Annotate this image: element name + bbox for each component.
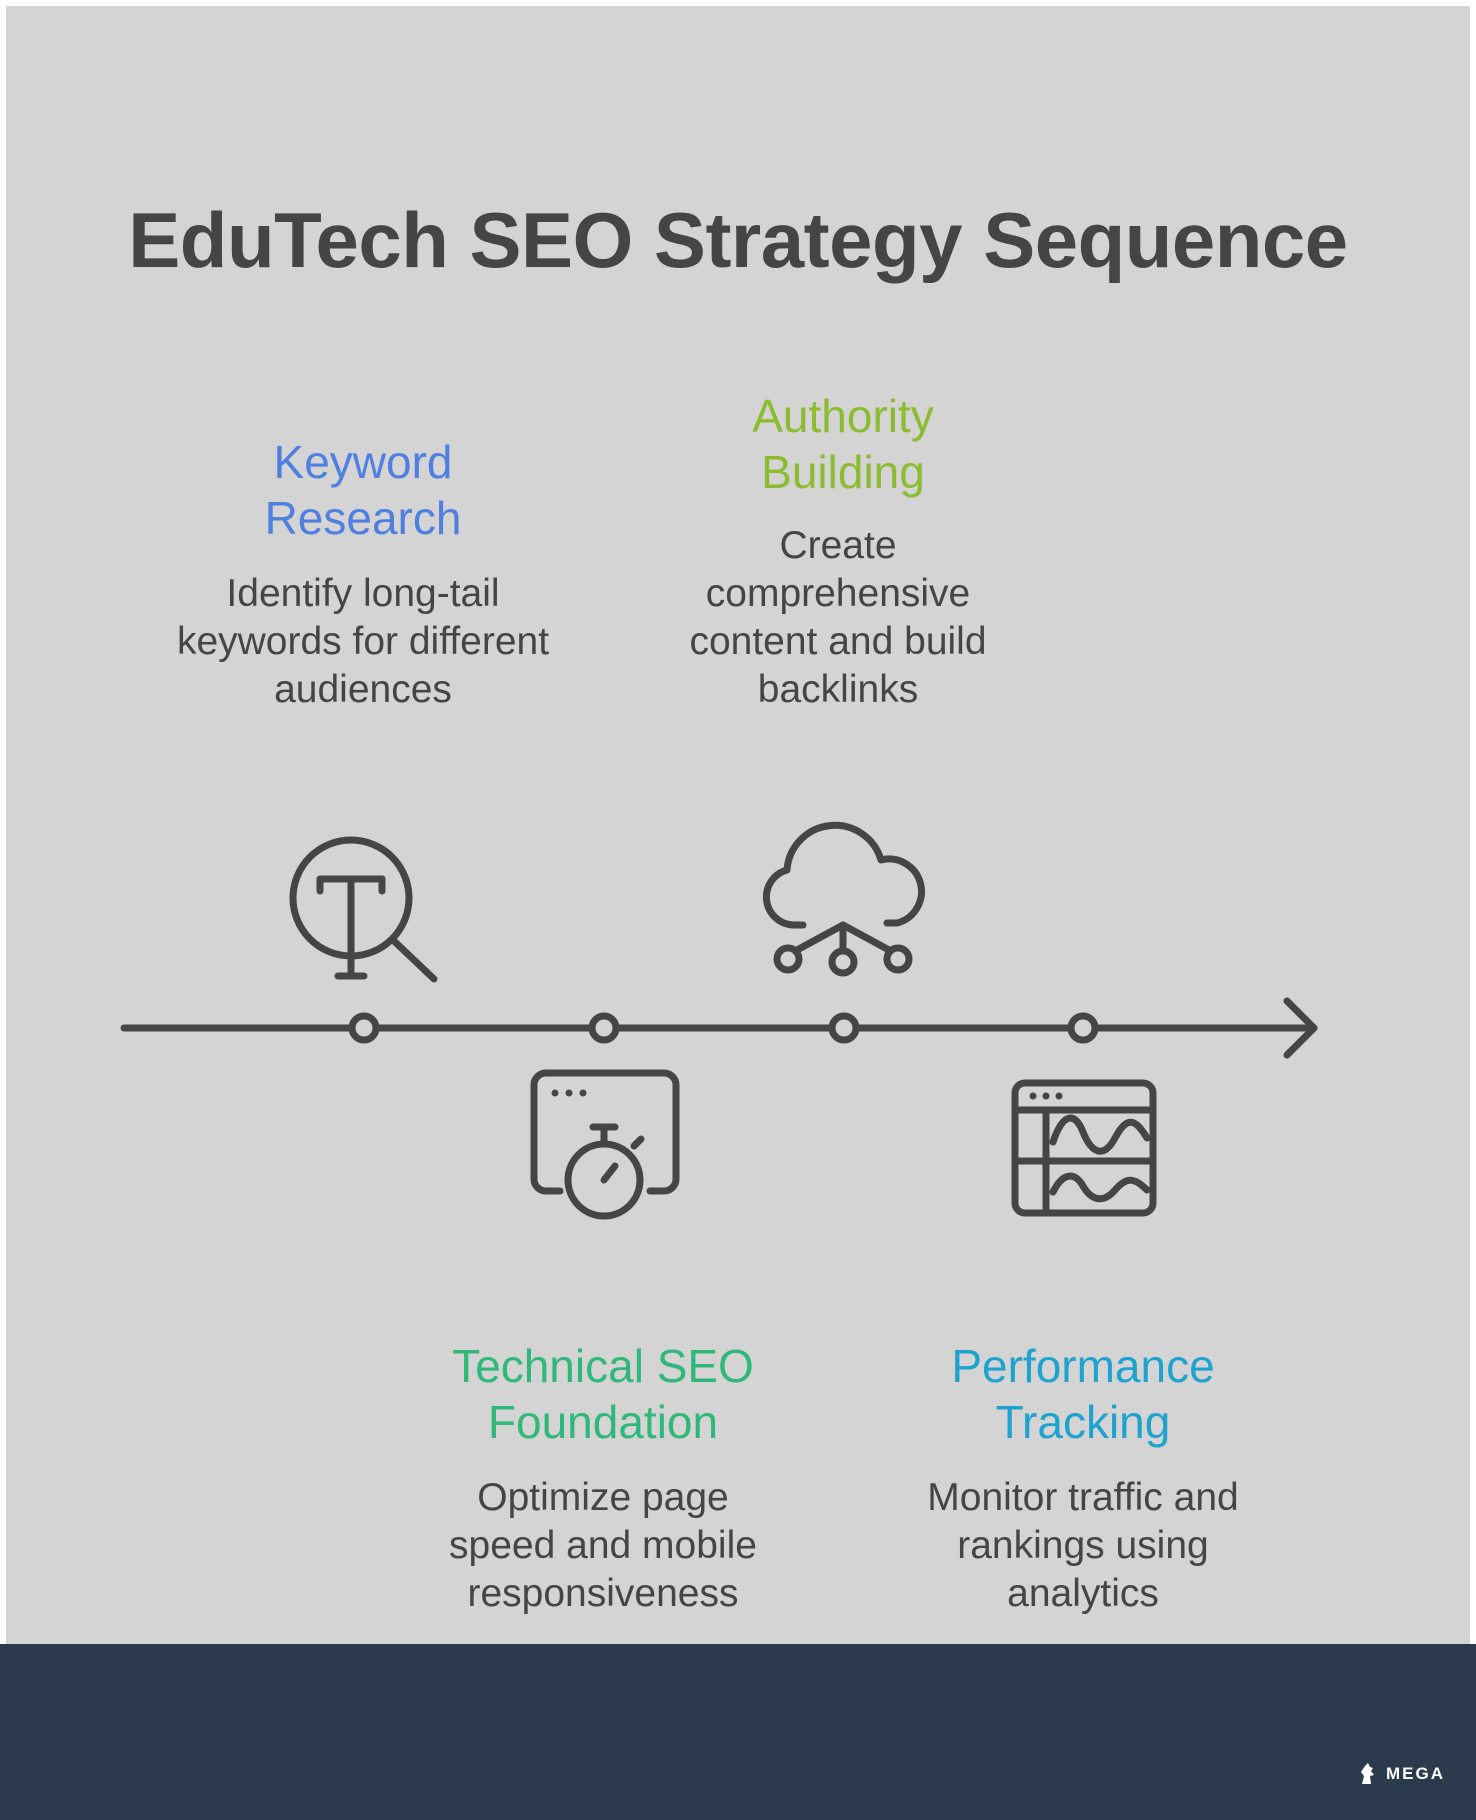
footer-bar [0,1644,1476,1820]
step-desc-technical-seo: Optimize page speed and mobile responsiv… [449,1476,757,1615]
timeline-node-3 [828,1012,860,1044]
step-title-authority-building: Authority Building [752,390,934,498]
step-desc-keyword-research: Identify long-tail keywords for differen… [176,572,550,711]
cloud-network-icon [762,821,925,977]
timeline-axis [120,997,1318,1059]
timeline-node-1 [348,1012,380,1044]
step-title-keyword-research: Keyword Research [264,436,462,544]
timeline-node-4 [1067,1012,1099,1044]
page-title: EduTech SEO Strategy Sequence [128,196,1348,284]
browser-stopwatch-icon [530,1069,680,1220]
brand-name: MEGA [1386,1764,1445,1783]
brand-logo: MEGA [1358,1762,1445,1786]
step-title-performance-tracking: Performance Tracking [951,1340,1215,1448]
step-desc-authority-building: Create comprehensive content and build b… [689,524,987,711]
step-desc-performance-tracking: Monitor traffic and rankings using analy… [927,1476,1239,1615]
step-title-technical-seo: Technical SEO Foundation [452,1340,754,1448]
brand-horse-icon [1361,1763,1374,1784]
keyword-search-icon [289,836,438,983]
timeline-node-2 [588,1012,620,1044]
analytics-dashboard-icon [1011,1079,1157,1217]
diagram-panel [6,6,1470,1644]
